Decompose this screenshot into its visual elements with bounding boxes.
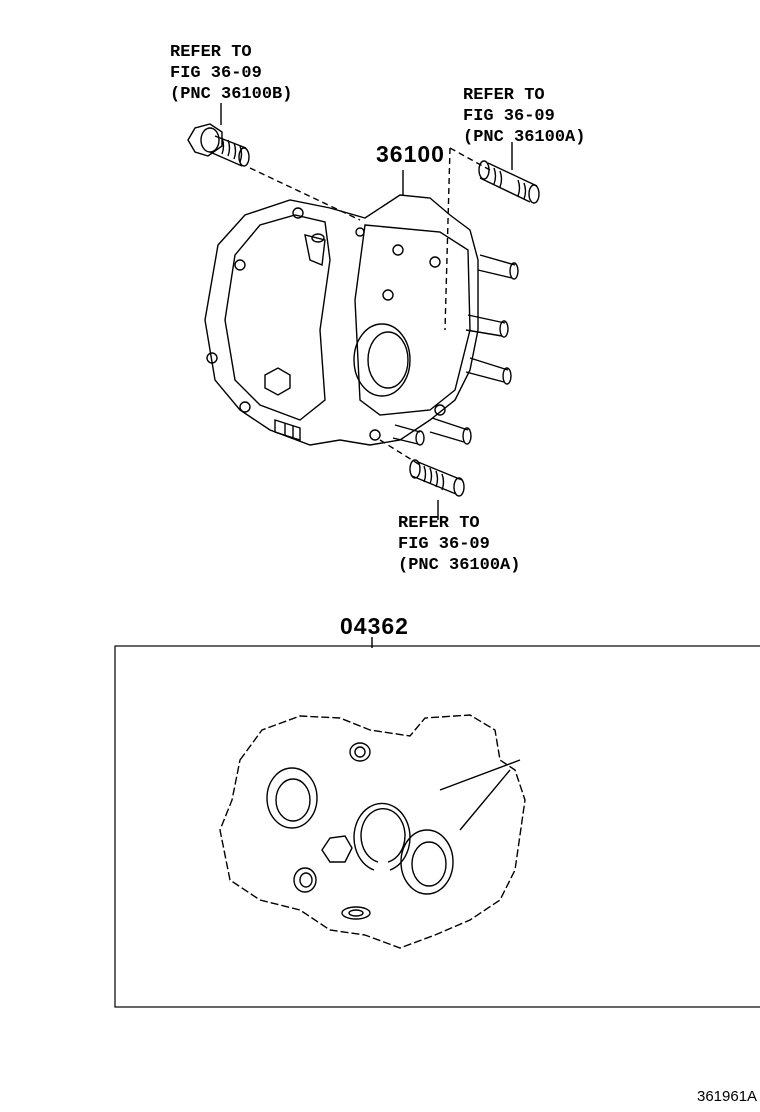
part-number-04362: 04362	[340, 613, 409, 639]
callout-line: (PNC 36100A)	[463, 128, 586, 147]
kit-box	[114, 645, 760, 1008]
illustration-code: 361961A	[697, 1088, 758, 1105]
dashed-guides	[249, 147, 491, 466]
callout-36100a-bottom: REFER TO FIG 36-09 (PNC 36100A)	[398, 513, 520, 576]
callout-line: REFER TO	[398, 514, 480, 533]
gasket-kit-contents	[219, 714, 526, 949]
callout-36100b: REFER TO FIG 36-09 (PNC 36100B)	[170, 42, 292, 105]
callout-line: REFER TO	[170, 43, 252, 62]
part-number-36100: 36100	[376, 141, 445, 167]
housing-studs	[392, 254, 519, 446]
stud-36100a-bottom	[409, 459, 465, 497]
callout-line: (PNC 36100A)	[398, 556, 521, 575]
callout-line: REFER TO	[463, 86, 545, 105]
stud-36100a-top	[478, 160, 540, 204]
callout-line: (PNC 36100B)	[170, 85, 293, 104]
transfer-case-housing	[204, 194, 479, 446]
leader-lines	[220, 103, 513, 648]
bolt-36100b	[187, 123, 250, 167]
callout-line: FIG 36-09	[463, 107, 555, 126]
callout-36100a-top: REFER TO FIG 36-09 (PNC 36100A)	[463, 85, 585, 148]
callout-line: FIG 36-09	[398, 535, 490, 554]
callout-line: FIG 36-09	[170, 64, 262, 83]
